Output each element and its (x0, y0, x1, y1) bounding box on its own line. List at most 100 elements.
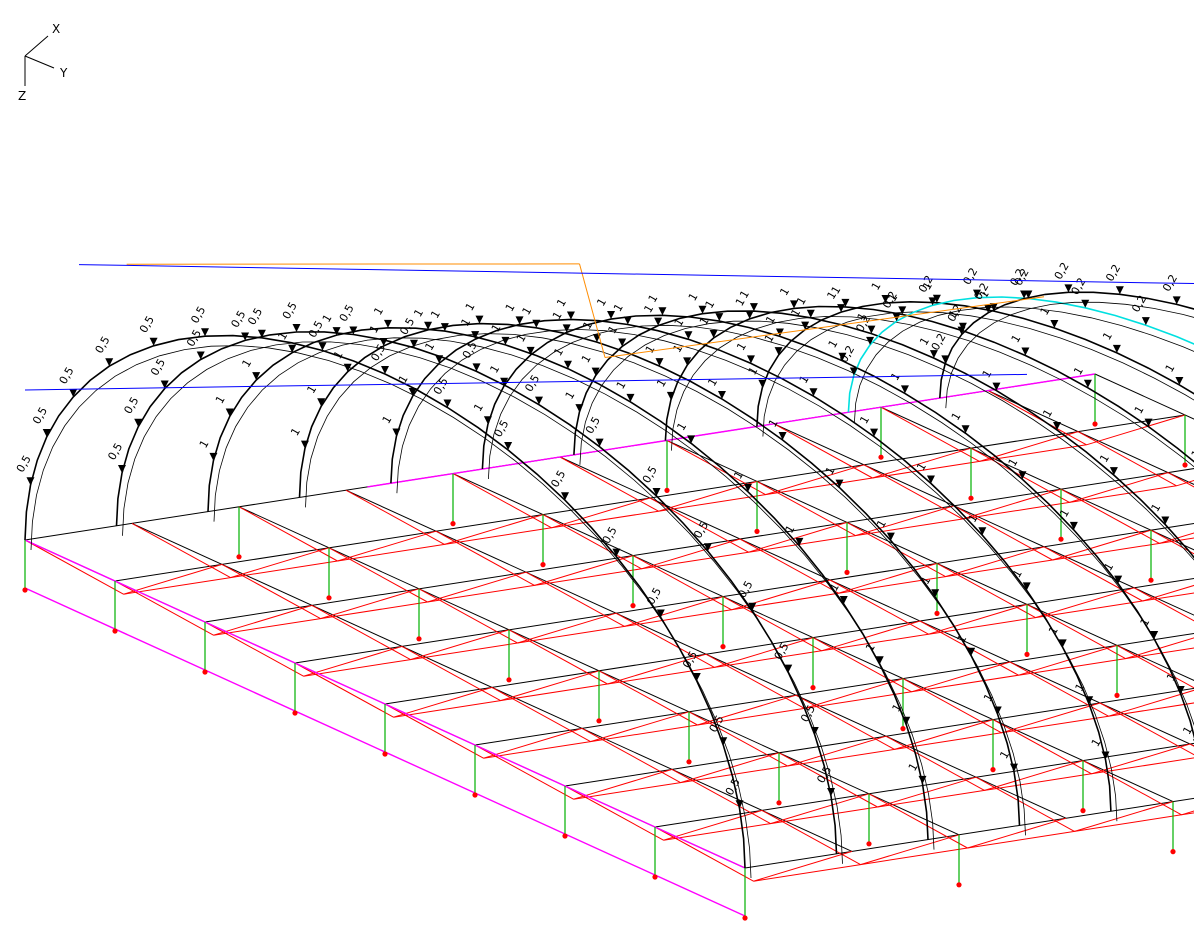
web-diagonal-red (894, 719, 994, 750)
support-node (22, 587, 28, 593)
load-arrow (26, 477, 35, 486)
load-arrow (618, 338, 627, 347)
load-value-label: 0,2 (880, 289, 900, 311)
load-arrow (867, 325, 876, 334)
load-arrow (317, 398, 326, 407)
bottom-chord-red (641, 551, 749, 570)
load-arrow (1175, 376, 1184, 385)
load-arrow (1085, 696, 1094, 705)
web-diagonal-red (320, 588, 420, 620)
bottom-chord-red (410, 642, 518, 661)
support-node (326, 595, 332, 601)
web-diagonal-red (987, 390, 1087, 446)
load-arrow (654, 317, 663, 326)
support-node (652, 874, 658, 880)
load-arrow (652, 488, 661, 497)
bottom-chord-red (1142, 592, 1194, 602)
web-diagonal-red (1176, 479, 1194, 487)
load-arrow (318, 342, 327, 351)
support-node (416, 636, 422, 642)
arch-inner-curve (671, 316, 1194, 468)
bottom-chord-red (979, 444, 1087, 462)
load-arrow (929, 350, 938, 359)
web-diagonal-red (230, 547, 330, 579)
load-arrow (810, 727, 819, 736)
web-diagonal-red (204, 621, 304, 677)
web-diagonal-red (885, 735, 985, 791)
support-node (720, 644, 726, 650)
load-arrow (827, 788, 836, 797)
load-arrow (656, 609, 665, 618)
load-arrow (134, 418, 143, 427)
load-arrow (806, 309, 815, 318)
load-arrow (105, 358, 114, 367)
bottom-chord-red (1108, 702, 1194, 717)
load-arrow (658, 307, 667, 316)
load-arrow (774, 347, 783, 356)
web-diagonal-red (902, 678, 1002, 734)
load-value-label: 1 (654, 377, 669, 390)
bottom-chord-red (427, 584, 535, 603)
load-value-label: 0,2 (837, 343, 857, 365)
web-diagonal-red (632, 555, 732, 611)
web-diagonal-red (936, 562, 1036, 619)
tie-blue (78, 264, 1194, 285)
support-node (810, 685, 816, 691)
load-arrow (778, 431, 787, 440)
load-arrow (870, 428, 879, 437)
load-arrow (932, 294, 941, 303)
load-arrow (472, 363, 481, 372)
web-diagonal-red (590, 711, 690, 743)
load-arrow (1018, 471, 1027, 480)
load-arrow (623, 316, 632, 325)
bottom-chord-red (500, 683, 608, 702)
support-node (1148, 577, 1154, 583)
bottom-chord-red (967, 830, 1075, 849)
web-diagonal-red (804, 678, 904, 709)
web-diagonal-red (855, 505, 955, 537)
bottom-chord-red (1001, 715, 1109, 734)
axis-label-y: Y (59, 66, 68, 80)
load-arrow (196, 351, 205, 360)
load-arrow (961, 425, 970, 434)
web-diagonal-red (401, 645, 501, 702)
load-arrow (838, 352, 847, 361)
axis-label-x: X (52, 22, 60, 36)
load-arrow (993, 706, 1002, 715)
load-arrow (563, 360, 572, 369)
load-value-label: 1 (826, 338, 841, 351)
web-diagonal-red (1043, 546, 1143, 602)
web-diagonal-red (821, 620, 921, 652)
web-diagonal-red (795, 694, 895, 750)
support-node (540, 562, 546, 568)
web-diagonal-red (131, 522, 231, 579)
web-diagonal-red (1099, 702, 1194, 756)
load-arrow (978, 527, 987, 536)
web-diagonal-red (654, 826, 754, 882)
load-arrow (443, 399, 452, 408)
bottom-chord-red (1159, 537, 1194, 544)
load-arrow (252, 372, 261, 381)
bottom-chord-red (894, 732, 1002, 750)
bottom-chord-red (860, 847, 968, 866)
load-arrow (626, 393, 635, 402)
web-diagonal-red (868, 793, 968, 849)
load-value-label: 1 (1057, 507, 1072, 520)
load-arrow (719, 737, 728, 746)
load-arrow (343, 363, 352, 372)
bottom-chord-red (877, 789, 985, 808)
web-diagonal-red (559, 456, 659, 512)
bottom-chord-red (230, 560, 338, 579)
load-arrow (698, 305, 707, 314)
load-value-label: 1 (503, 301, 518, 314)
bracing-orange (579, 263, 606, 358)
load-value-label: 1 (288, 426, 303, 439)
load-arrow (257, 329, 266, 338)
load-arrow (241, 332, 250, 341)
load-arrow (941, 355, 950, 364)
web-diagonal-red (787, 735, 887, 767)
load-value-label: 0,2 (916, 273, 936, 295)
bottom-chord-red (838, 576, 946, 594)
load-value-label: 1 (797, 373, 812, 386)
